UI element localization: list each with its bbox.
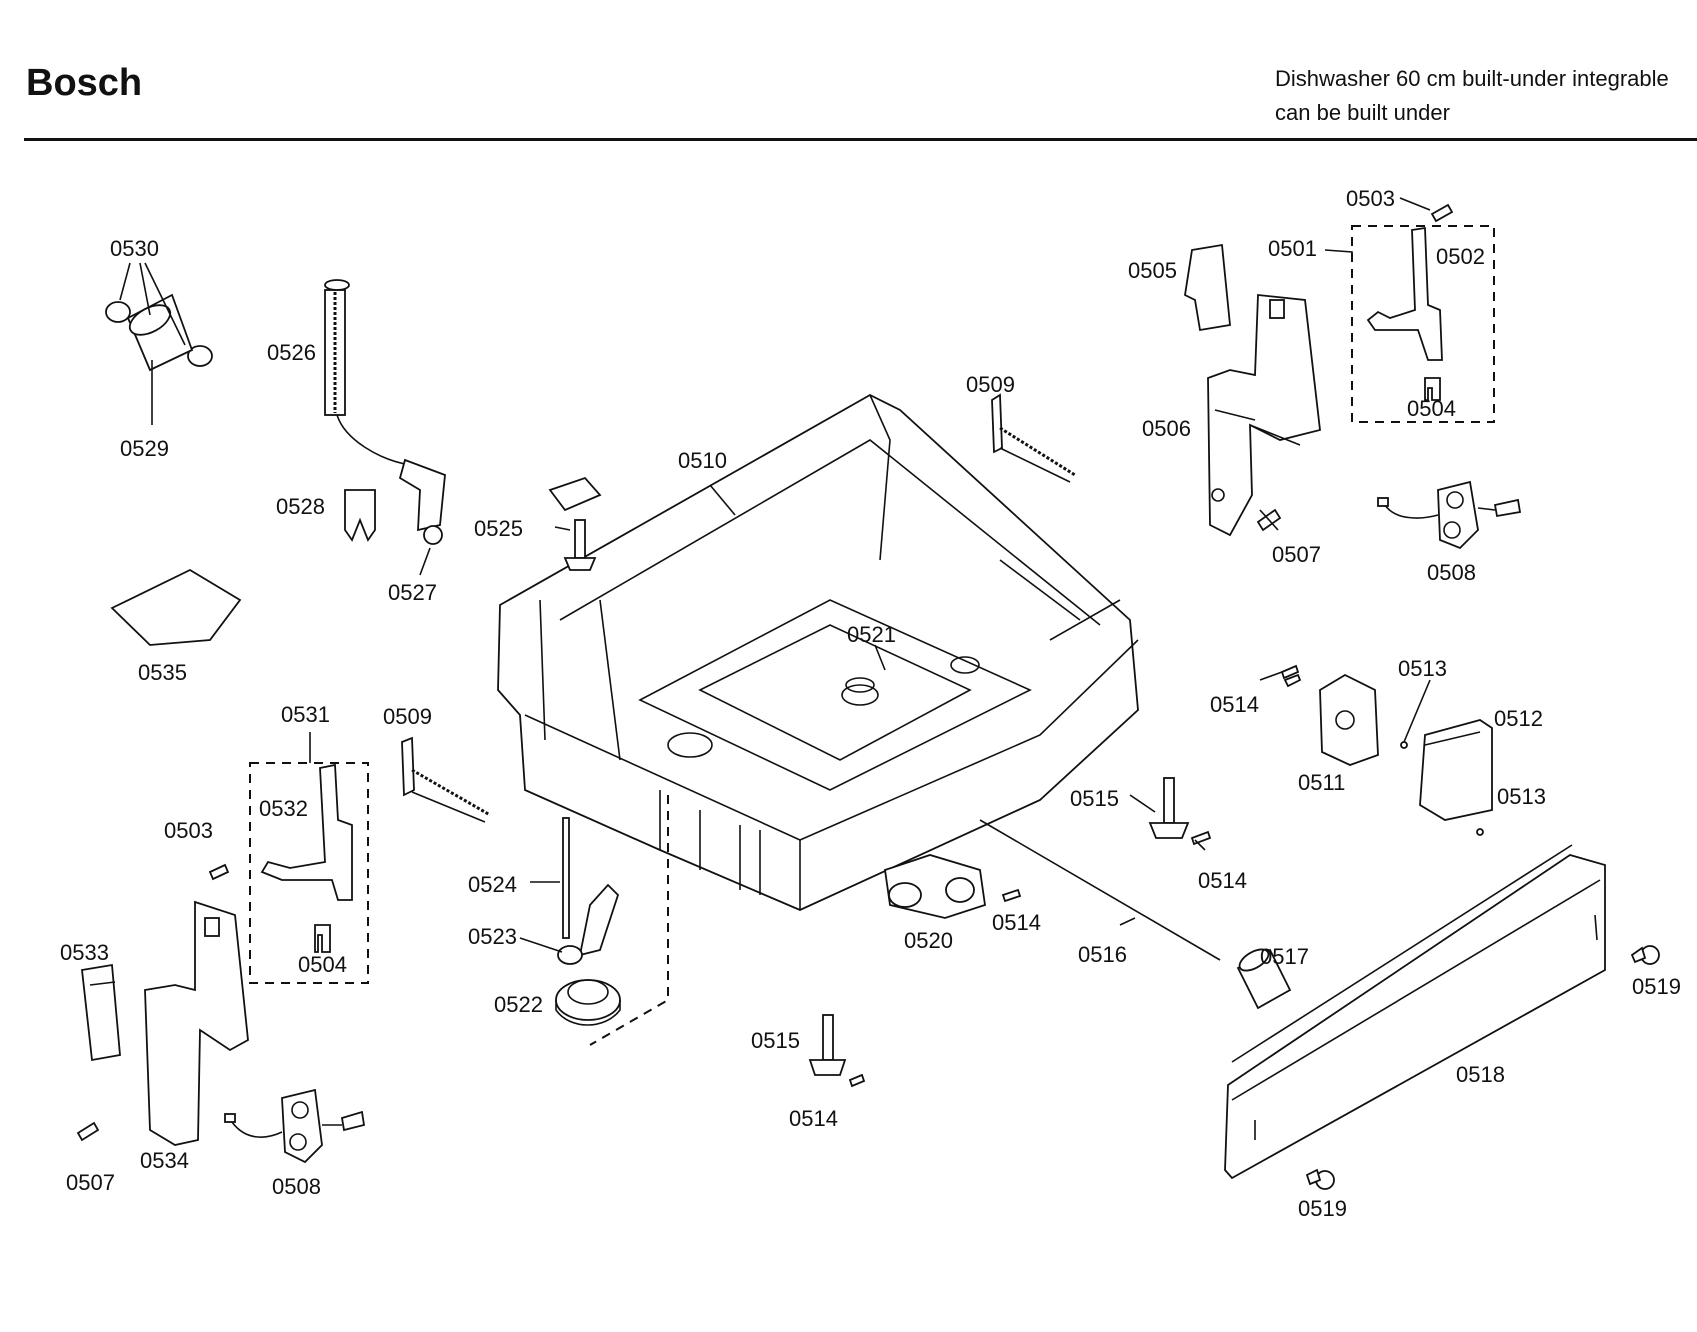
label-0529: 0529 [120,436,169,461]
label-0513-top: 0513 [1398,656,1447,681]
door-latch-part-bottom [224,1088,366,1164]
adjustable-foot-part-right [1148,777,1190,839]
label-0515-bottom: 0515 [751,1028,800,1053]
label-0504-bottom: 0504 [298,952,347,977]
label-0522: 0522 [494,992,543,1017]
label-0508-bottom: 0508 [272,1174,321,1199]
hinge-spring-part-top [991,393,1076,483]
rod-part [979,819,1221,961]
side-bracket-part-left [81,900,249,1146]
assembly-leader-0522 [589,795,669,1046]
label-0509-top: 0509 [966,372,1015,397]
label-0513-bottom: 0513 [1497,784,1546,809]
control-module-part [1283,673,1493,836]
part-0528 [344,489,376,542]
kickplate-screw-parts [1305,945,1660,1190]
label-0507-top: 0507 [1272,542,1321,567]
inlet-valve-part [884,854,986,919]
adjustable-foot-part-bottom [808,1014,847,1076]
label-0525: 0525 [474,516,523,541]
label-0528: 0528 [276,494,325,519]
kickplate-panel-part [1224,844,1606,1180]
label-0523: 0523 [468,924,517,949]
leader-lines [309,197,1431,953]
label-0512: 0512 [1494,706,1543,731]
label-0532: 0532 [259,796,308,821]
hinge-plate-part-bottom [260,763,353,953]
base-tub-part [497,393,1139,911]
label-0507-bottom: 0507 [66,1170,115,1195]
pump-part [555,979,621,1026]
hose-clamp-part [105,262,213,425]
appliance-description: Dishwasher 60 cm built-under integrable … [1275,62,1669,130]
label-0503-bottom: 0503 [164,818,213,843]
description-line-1: Dishwasher 60 cm built-under integrable [1275,66,1669,91]
label-0508-top: 0508 [1427,560,1476,585]
label-0514-c: 0514 [992,910,1041,935]
label-0533: 0533 [60,940,109,965]
label-0520: 0520 [904,928,953,953]
label-0527: 0527 [388,580,437,605]
label-0514-b: 0514 [1198,868,1247,893]
mounting-bracket-part [548,476,602,571]
fastener-bag-part [110,568,242,646]
side-bracket-part-right [1184,243,1321,537]
hinge-assembly-group-0531 [249,762,369,984]
label-0505: 0505 [1128,258,1177,283]
label-0519-right: 0519 [1632,974,1681,999]
part-labels: 0503 0501 0502 0505 0504 0506 0507 0508 … [60,186,1681,1221]
header-rule [24,138,1697,141]
label-0521: 0521 [847,622,896,647]
label-0518: 0518 [1456,1062,1505,1087]
label-0517: 0517 [1260,944,1309,969]
label-0502: 0502 [1436,244,1485,269]
label-0526: 0526 [267,340,316,365]
drain-hose-part [324,279,446,576]
brand-name: Bosch [26,62,143,104]
hinge-plate-part-top [1366,226,1443,401]
label-0511: 0511 [1298,770,1345,795]
door-latch-part-top [1377,480,1522,550]
label-0514-a: 0514 [1210,692,1259,717]
label-0510: 0510 [678,448,727,473]
label-0530: 0530 [110,236,159,261]
label-0509-bottom: 0509 [383,704,432,729]
hinge-spring-part-bottom [401,736,491,823]
screw-part-0503-bottom [208,863,230,881]
cylinder-part [1236,948,1292,1010]
level-sensor-part [557,817,620,965]
screw-part-0503-top [1430,203,1454,223]
label-0516: 0516 [1078,942,1127,967]
label-0506: 0506 [1142,416,1191,441]
description-line-2: can be built under [1275,100,1450,125]
label-0504-top: 0504 [1407,396,1456,421]
label-0531: 0531 [281,702,330,727]
label-0524: 0524 [468,872,517,897]
label-0519-bottom: 0519 [1298,1196,1347,1221]
label-0535: 0535 [138,660,187,685]
label-0515-right: 0515 [1070,786,1119,811]
label-0534: 0534 [140,1148,189,1173]
hinge-assembly-group-0501 [1351,225,1495,423]
label-0514-d: 0514 [789,1106,838,1131]
screw-part-0507-bottom [76,1121,100,1142]
label-0501: 0501 [1268,236,1317,261]
label-0503-top: 0503 [1346,186,1395,211]
